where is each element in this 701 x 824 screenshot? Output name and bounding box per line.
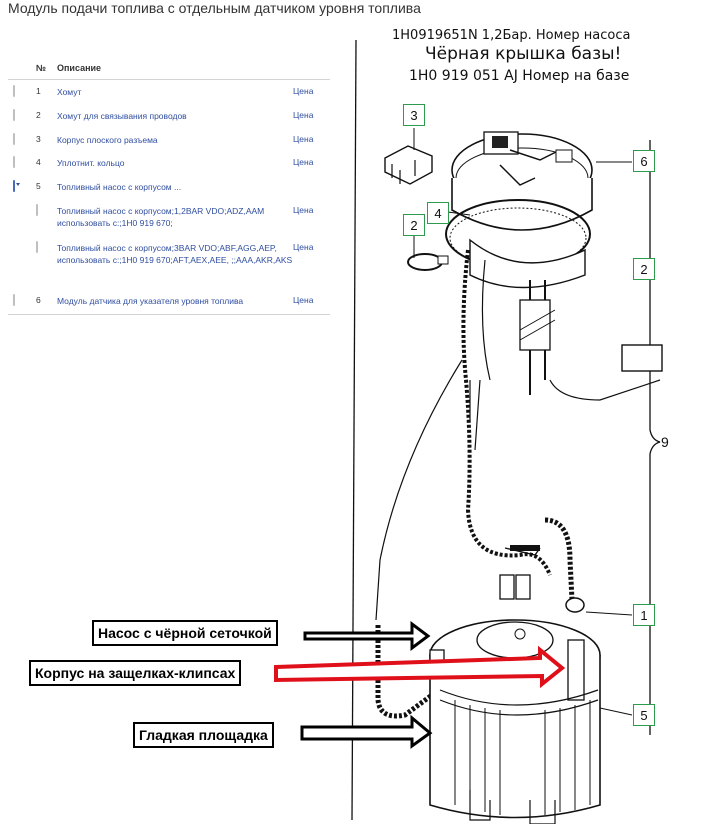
- arrow-clip-housing: [274, 645, 566, 689]
- row-checkbox[interactable]: [13, 294, 15, 306]
- price-link[interactable]: Цена: [293, 205, 314, 215]
- price-link[interactable]: Цена: [293, 110, 314, 120]
- price-link[interactable]: Цена: [293, 295, 314, 305]
- callout-clip-housing: Корпус на защелках-клипсах: [29, 660, 242, 686]
- row-num: 6: [36, 295, 41, 305]
- row-checkbox[interactable]: [13, 133, 15, 145]
- price-link[interactable]: Цена: [293, 242, 314, 252]
- base-number-note: 1H0 919 051 AJ Номер на базе: [409, 68, 630, 84]
- row-desc-link[interactable]: Хомут для связывания проводов: [57, 111, 187, 121]
- row-num: 5: [36, 181, 41, 191]
- price-link[interactable]: Цена: [293, 157, 314, 167]
- row-checkbox[interactable]: [13, 85, 15, 97]
- position-marker-2: 2: [633, 258, 655, 280]
- table-bottom-divider: [8, 314, 330, 315]
- arrow-pump-mesh: [303, 621, 431, 651]
- row-desc-link[interactable]: Топливный насос с корпусом;1,2BAR VDO;AD…: [57, 206, 265, 228]
- position-marker-2-clamp: 2: [403, 214, 425, 236]
- row-checkbox[interactable]: [13, 156, 15, 168]
- pump-number-note: 1H0919651N 1,2Бар. Номер насоса: [392, 28, 631, 43]
- page-title: Модуль подачи топлива с отдельным датчик…: [8, 0, 421, 16]
- row-desc-link[interactable]: Хомут: [57, 87, 82, 97]
- row-desc-link[interactable]: Модуль датчика для указателя уровня топл…: [57, 296, 244, 306]
- row-num: 1: [36, 86, 41, 96]
- expand-toggle[interactable]: [13, 180, 15, 192]
- col-num-header: №: [36, 63, 47, 73]
- position-marker-3: 3: [403, 104, 425, 126]
- position-marker-6: 6: [633, 150, 655, 172]
- row-desc-link[interactable]: Топливный насос с корпусом ...: [57, 182, 182, 192]
- table-row: 3 Корпус плоского разъема Цена: [8, 133, 330, 146]
- row-checkbox[interactable]: [36, 241, 38, 253]
- position-marker-4: 4: [427, 202, 449, 224]
- table-row: 2 Хомут для связывания проводов Цена: [8, 109, 330, 122]
- position-marker-5: 5: [633, 704, 655, 726]
- price-link[interactable]: Цена: [293, 134, 314, 144]
- row-num: 3: [36, 134, 41, 144]
- table-header: № Описание: [8, 57, 330, 80]
- table-row-child: Топливный насос с корпусом;1,2BAR VDO;AD…: [8, 204, 330, 229]
- row-num: 2: [36, 110, 41, 120]
- callout-pump-mesh: Насос с чёрной сеточкой: [92, 620, 278, 646]
- callout-smooth-pad: Гладкая площадка: [133, 722, 274, 748]
- table-row: 6 Модуль датчика для указателя уровня то…: [8, 294, 330, 307]
- table-row-group: 5 Топливный насос с корпусом ...: [8, 180, 330, 193]
- parts-table: № Описание 1 Хомут Цена 2 Хомут для связ…: [8, 57, 330, 306]
- price-link[interactable]: Цена: [293, 86, 314, 96]
- col-desc-header: Описание: [57, 63, 102, 73]
- row-checkbox[interactable]: [13, 109, 15, 121]
- table-row: 4 Уплотнит. кольцо Цена: [8, 156, 330, 169]
- brace-label-9: 9: [661, 434, 669, 450]
- row-desc-link[interactable]: Уплотнит. кольцо: [57, 158, 125, 168]
- black-cap-note: Чёрная крышка базы!: [425, 44, 622, 64]
- arrow-smooth-pad: [300, 714, 433, 749]
- position-marker-1: 1: [633, 604, 655, 626]
- row-num: 4: [36, 157, 41, 167]
- table-row-child: Топливный насос с корпусом;3BAR VDO;ABF,…: [8, 241, 330, 266]
- row-desc-link[interactable]: Топливный насос с корпусом;3BAR VDO;ABF,…: [57, 243, 293, 265]
- table-row: 1 Хомут Цена: [8, 85, 330, 98]
- row-checkbox[interactable]: [36, 204, 38, 216]
- row-desc-link[interactable]: Корпус плоского разъема: [57, 135, 158, 145]
